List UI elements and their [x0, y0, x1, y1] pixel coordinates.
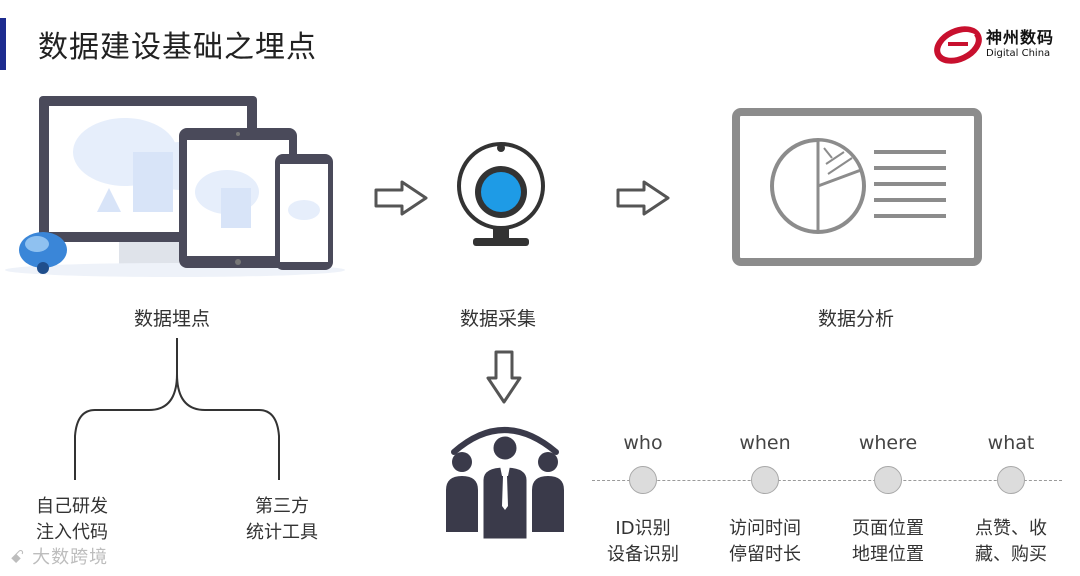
- watermark: ꗃ 大数跨境: [10, 543, 108, 569]
- method-third-party: 第三方 统计工具: [234, 494, 330, 546]
- stage-label-tracking: 数据埋点: [133, 308, 210, 330]
- dimension-line: 停留时长: [729, 544, 801, 565]
- webcam-icon: [457, 142, 545, 246]
- dimension-desc: 点赞、收 藏、购买: [961, 516, 1061, 568]
- dimension-question: where: [858, 432, 918, 454]
- method-line: 统计工具: [246, 522, 318, 543]
- stage-label-collection: 数据采集: [459, 308, 536, 330]
- digital-china-logo-icon: [934, 26, 982, 64]
- dimension-question: when: [739, 432, 791, 454]
- timeline-node: [997, 466, 1025, 494]
- dimension-line: 访问时间: [729, 518, 801, 539]
- watermark-text: 大数跨境: [32, 547, 109, 568]
- dimension-line: 设备识别: [607, 544, 679, 565]
- dimension-line: 地理位置: [852, 544, 924, 565]
- method-line: 注入代码: [36, 522, 108, 543]
- dimension-line: 藏、购买: [975, 544, 1047, 565]
- dimension-desc: 页面位置 地理位置: [838, 516, 938, 568]
- company-logo: 神州数码 Digital China: [934, 22, 1064, 68]
- dimension-line: 页面位置: [852, 518, 924, 539]
- arrow-down-icon: [486, 350, 522, 404]
- dimension-question: what: [987, 432, 1035, 454]
- watermark-icon: ꗃ: [10, 547, 26, 568]
- dimension-line: ID识别: [615, 518, 671, 539]
- logo-name-en: Digital China: [986, 48, 1051, 59]
- dimension-desc: ID识别 设备识别: [593, 516, 693, 568]
- brace-connector: [74, 338, 280, 480]
- page-title: 数据建设基础之埋点: [38, 30, 317, 65]
- timeline-node: [629, 466, 657, 494]
- dimension-question: who: [623, 432, 663, 454]
- analysis-chart-icon: [732, 108, 982, 266]
- timeline-node: [751, 466, 779, 494]
- timeline-node: [874, 466, 902, 494]
- user-group-icon: [446, 427, 564, 542]
- timeline-line: [592, 480, 1062, 481]
- method-line: 自己研发: [36, 496, 108, 517]
- dimension-desc: 访问时间 停留时长: [715, 516, 815, 568]
- logo-name-cn: 神州数码: [986, 28, 1055, 47]
- dimension-line: 点赞、收: [975, 518, 1047, 539]
- arrow-right-icon: [374, 180, 428, 216]
- method-line: 第三方: [255, 496, 309, 517]
- title-accent-bar: [0, 18, 6, 70]
- devices-illustration-icon: [5, 96, 345, 277]
- method-self-developed: 自己研发 注入代码: [36, 494, 108, 546]
- stage-label-analysis: 数据分析: [817, 308, 894, 330]
- arrow-right-icon: [616, 180, 670, 216]
